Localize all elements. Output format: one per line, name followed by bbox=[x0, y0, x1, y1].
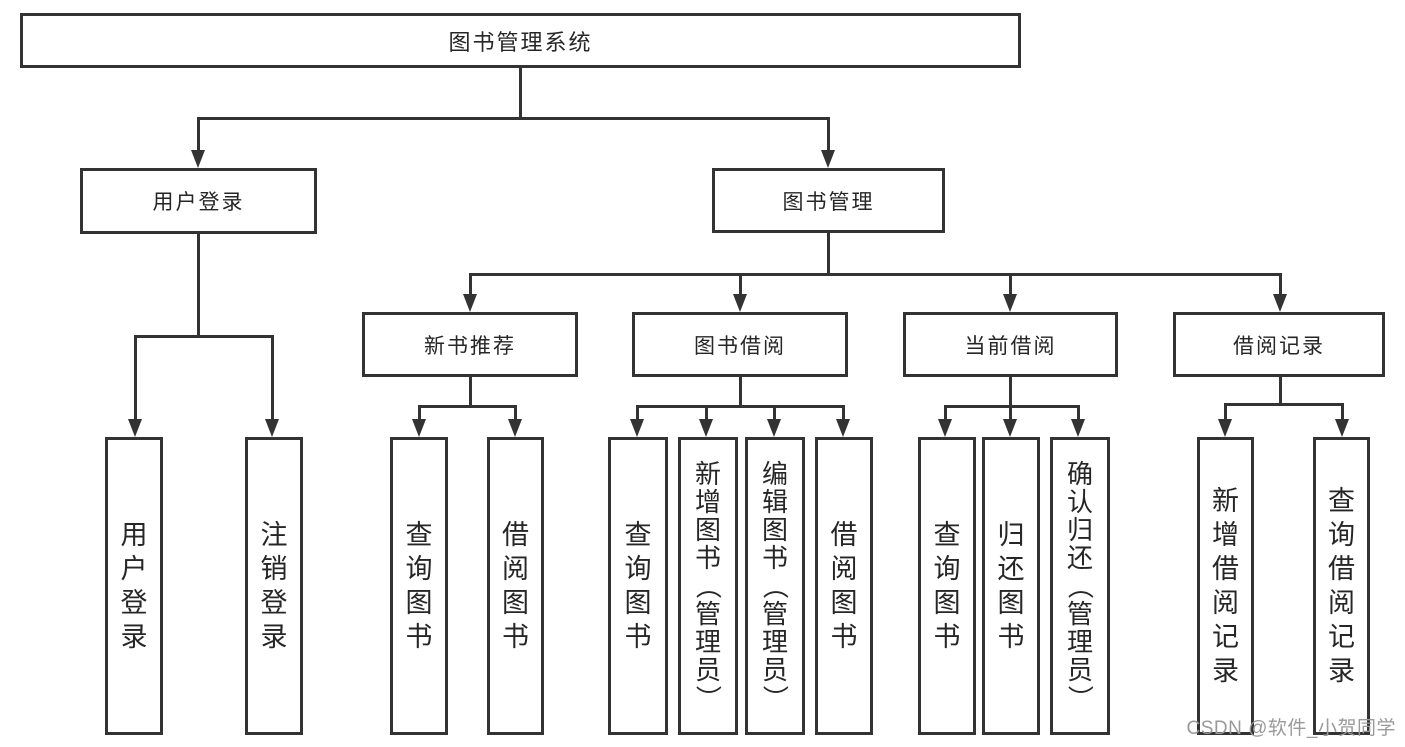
connector-vertical bbox=[134, 335, 137, 420]
connector-horizontal bbox=[1224, 403, 1343, 406]
leaf-recommend-query-books: 查询图书 bbox=[390, 437, 448, 735]
connector-vertical bbox=[469, 273, 472, 296]
arrowhead-down-icon bbox=[630, 419, 644, 437]
connector-vertical bbox=[418, 405, 421, 421]
connector-vertical bbox=[827, 233, 830, 276]
connector-vertical bbox=[827, 117, 830, 151]
arrowhead-down-icon bbox=[699, 419, 713, 437]
connector-vertical bbox=[1279, 377, 1282, 406]
arrowhead-down-icon bbox=[128, 419, 142, 437]
connector-vertical bbox=[1224, 403, 1227, 421]
arrowhead-down-icon bbox=[508, 419, 522, 437]
node-book-management: 图书管理 bbox=[712, 168, 945, 233]
connector-horizontal bbox=[197, 117, 830, 120]
node-book-borrowing: 图书借阅 bbox=[632, 312, 848, 377]
connector-vertical bbox=[705, 405, 708, 421]
root-node-library-management-system: 图书管理系统 bbox=[20, 13, 1021, 68]
leaf-borrowing-edit-books-admin: 编辑图书（管理员） bbox=[745, 437, 805, 735]
connector-vertical bbox=[842, 405, 845, 421]
connector-vertical bbox=[636, 405, 639, 421]
arrowhead-down-icon bbox=[836, 419, 850, 437]
connector-horizontal bbox=[469, 273, 1282, 276]
leaf-records-add-borrow-record: 新增借阅记录 bbox=[1197, 437, 1254, 735]
connector-horizontal bbox=[418, 405, 517, 408]
connector-horizontal bbox=[134, 335, 274, 338]
arrowhead-down-icon bbox=[412, 419, 426, 437]
connector-vertical bbox=[1009, 377, 1012, 408]
leaf-logout-login: 注销登录 bbox=[245, 437, 303, 735]
connector-vertical bbox=[1279, 273, 1282, 296]
leaf-borrowing-add-books-admin: 新增图书（管理员） bbox=[678, 437, 738, 735]
node-user-login: 用户登录 bbox=[80, 168, 317, 234]
leaf-recommend-borrow-books: 借阅图书 bbox=[487, 437, 544, 735]
leaf-current-query-books: 查询图书 bbox=[918, 437, 976, 735]
leaf-current-confirm-return-admin: 确认归还（管理员） bbox=[1050, 437, 1110, 735]
csdn-watermark: CSDN @软件_小贺同学 bbox=[1186, 718, 1396, 739]
arrowhead-down-icon bbox=[1003, 294, 1017, 312]
connector-vertical bbox=[469, 377, 472, 408]
connector-vertical bbox=[739, 376, 742, 408]
node-new-book-recommendation: 新书推荐 bbox=[362, 312, 578, 377]
arrowhead-down-icon bbox=[463, 294, 477, 312]
leaf-user-login: 用户登录 bbox=[105, 437, 163, 735]
arrowhead-down-icon bbox=[1273, 294, 1287, 312]
connector-vertical bbox=[197, 117, 200, 151]
leaf-borrowing-query-books: 查询图书 bbox=[608, 437, 668, 735]
arrowhead-down-icon bbox=[767, 419, 781, 437]
connector-vertical bbox=[944, 405, 947, 421]
connector-vertical bbox=[739, 273, 742, 296]
arrowhead-down-icon bbox=[191, 150, 205, 168]
node-current-borrowing: 当前借阅 bbox=[903, 312, 1118, 377]
arrowhead-down-icon bbox=[265, 419, 279, 437]
arrowhead-down-icon bbox=[1003, 419, 1017, 437]
leaf-records-query-borrow-record: 查询借阅记录 bbox=[1313, 437, 1370, 735]
node-borrowing-records: 借阅记录 bbox=[1173, 312, 1385, 377]
arrowhead-down-icon bbox=[1335, 419, 1349, 437]
arrowhead-down-icon bbox=[1218, 419, 1232, 437]
connector-horizontal bbox=[944, 405, 1080, 408]
arrowhead-down-icon bbox=[1071, 419, 1085, 437]
connector-vertical bbox=[1077, 405, 1080, 421]
connector-vertical bbox=[1009, 405, 1012, 421]
connector-vertical bbox=[514, 405, 517, 421]
arrowhead-down-icon bbox=[821, 150, 835, 168]
connector-vertical bbox=[197, 234, 200, 337]
leaf-borrowing-borrow-books: 借阅图书 bbox=[815, 437, 873, 735]
arrowhead-down-icon bbox=[733, 294, 747, 312]
connector-vertical bbox=[271, 335, 274, 420]
connector-vertical bbox=[519, 67, 522, 118]
connector-horizontal bbox=[636, 405, 845, 408]
connector-vertical bbox=[1341, 403, 1344, 421]
arrowhead-down-icon bbox=[938, 419, 952, 437]
connector-vertical bbox=[1009, 273, 1012, 296]
connector-vertical bbox=[773, 405, 776, 421]
leaf-current-return-books: 归还图书 bbox=[982, 437, 1040, 735]
